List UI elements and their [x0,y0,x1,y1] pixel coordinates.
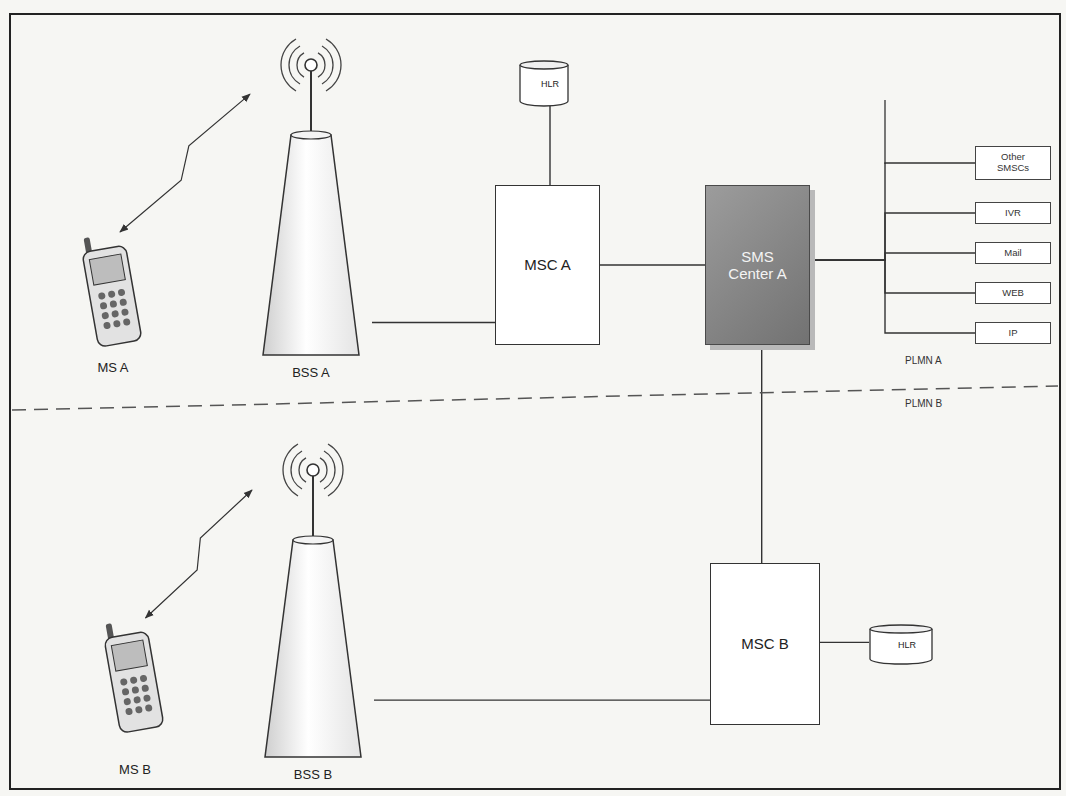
hlr-database: HLR [869,624,945,664]
node-label: Mail [1004,248,1021,259]
connector-line [549,106,550,185]
node-label: MS B [100,763,170,778]
connector-line [810,253,975,260]
hlr-database: HLR [519,60,581,106]
node-label: Other SMSCs [993,152,1033,174]
network-boundary [12,386,1058,410]
base-station: BSS A [250,35,372,383]
service-box: IVR [975,202,1051,224]
antenna-tower [252,440,374,763]
service-box: Mail [975,242,1051,264]
connector-line [810,260,975,293]
node-label: MSC A [524,256,571,273]
service-box: IP [975,322,1051,344]
connector-line [374,699,710,700]
connector-line [810,213,975,260]
node-label: WEB [1002,288,1024,299]
frame-border [10,14,1060,789]
connector-line [820,642,869,643]
connector-line [372,322,495,323]
network-label: PLMN A [903,355,944,366]
connector-line [600,264,705,265]
node-label: IP [1009,328,1018,339]
msc-box: MSC B [710,563,820,725]
connector-line [761,345,762,563]
service-box: WEB [975,282,1051,304]
connector-line [810,163,975,260]
mobile-station: MS B [100,618,170,780]
service-box: Other SMSCs [975,146,1051,180]
node-label: BSS A [250,366,372,381]
antenna-tower [250,35,372,361]
node-label: HLR [869,640,945,650]
node-label: MS A [78,361,148,376]
mobile-station: MS A [78,232,148,378]
connector-line [810,260,975,333]
node-label: SMS Center A [728,248,788,283]
base-station: BSS B [252,440,374,785]
sms-center-box: SMS Center A [705,185,810,345]
radio-link [146,490,253,618]
radio-link [120,94,250,232]
bus-line [884,100,885,164]
network-label: PLMN B [903,398,944,409]
msc-box: MSC A [495,185,600,345]
node-label: HLR [519,79,581,89]
node-label: BSS B [252,768,374,783]
node-label: MSC B [741,635,789,652]
node-label: IVR [1005,208,1021,219]
phone-icon [100,618,170,758]
phone-icon [78,232,148,356]
